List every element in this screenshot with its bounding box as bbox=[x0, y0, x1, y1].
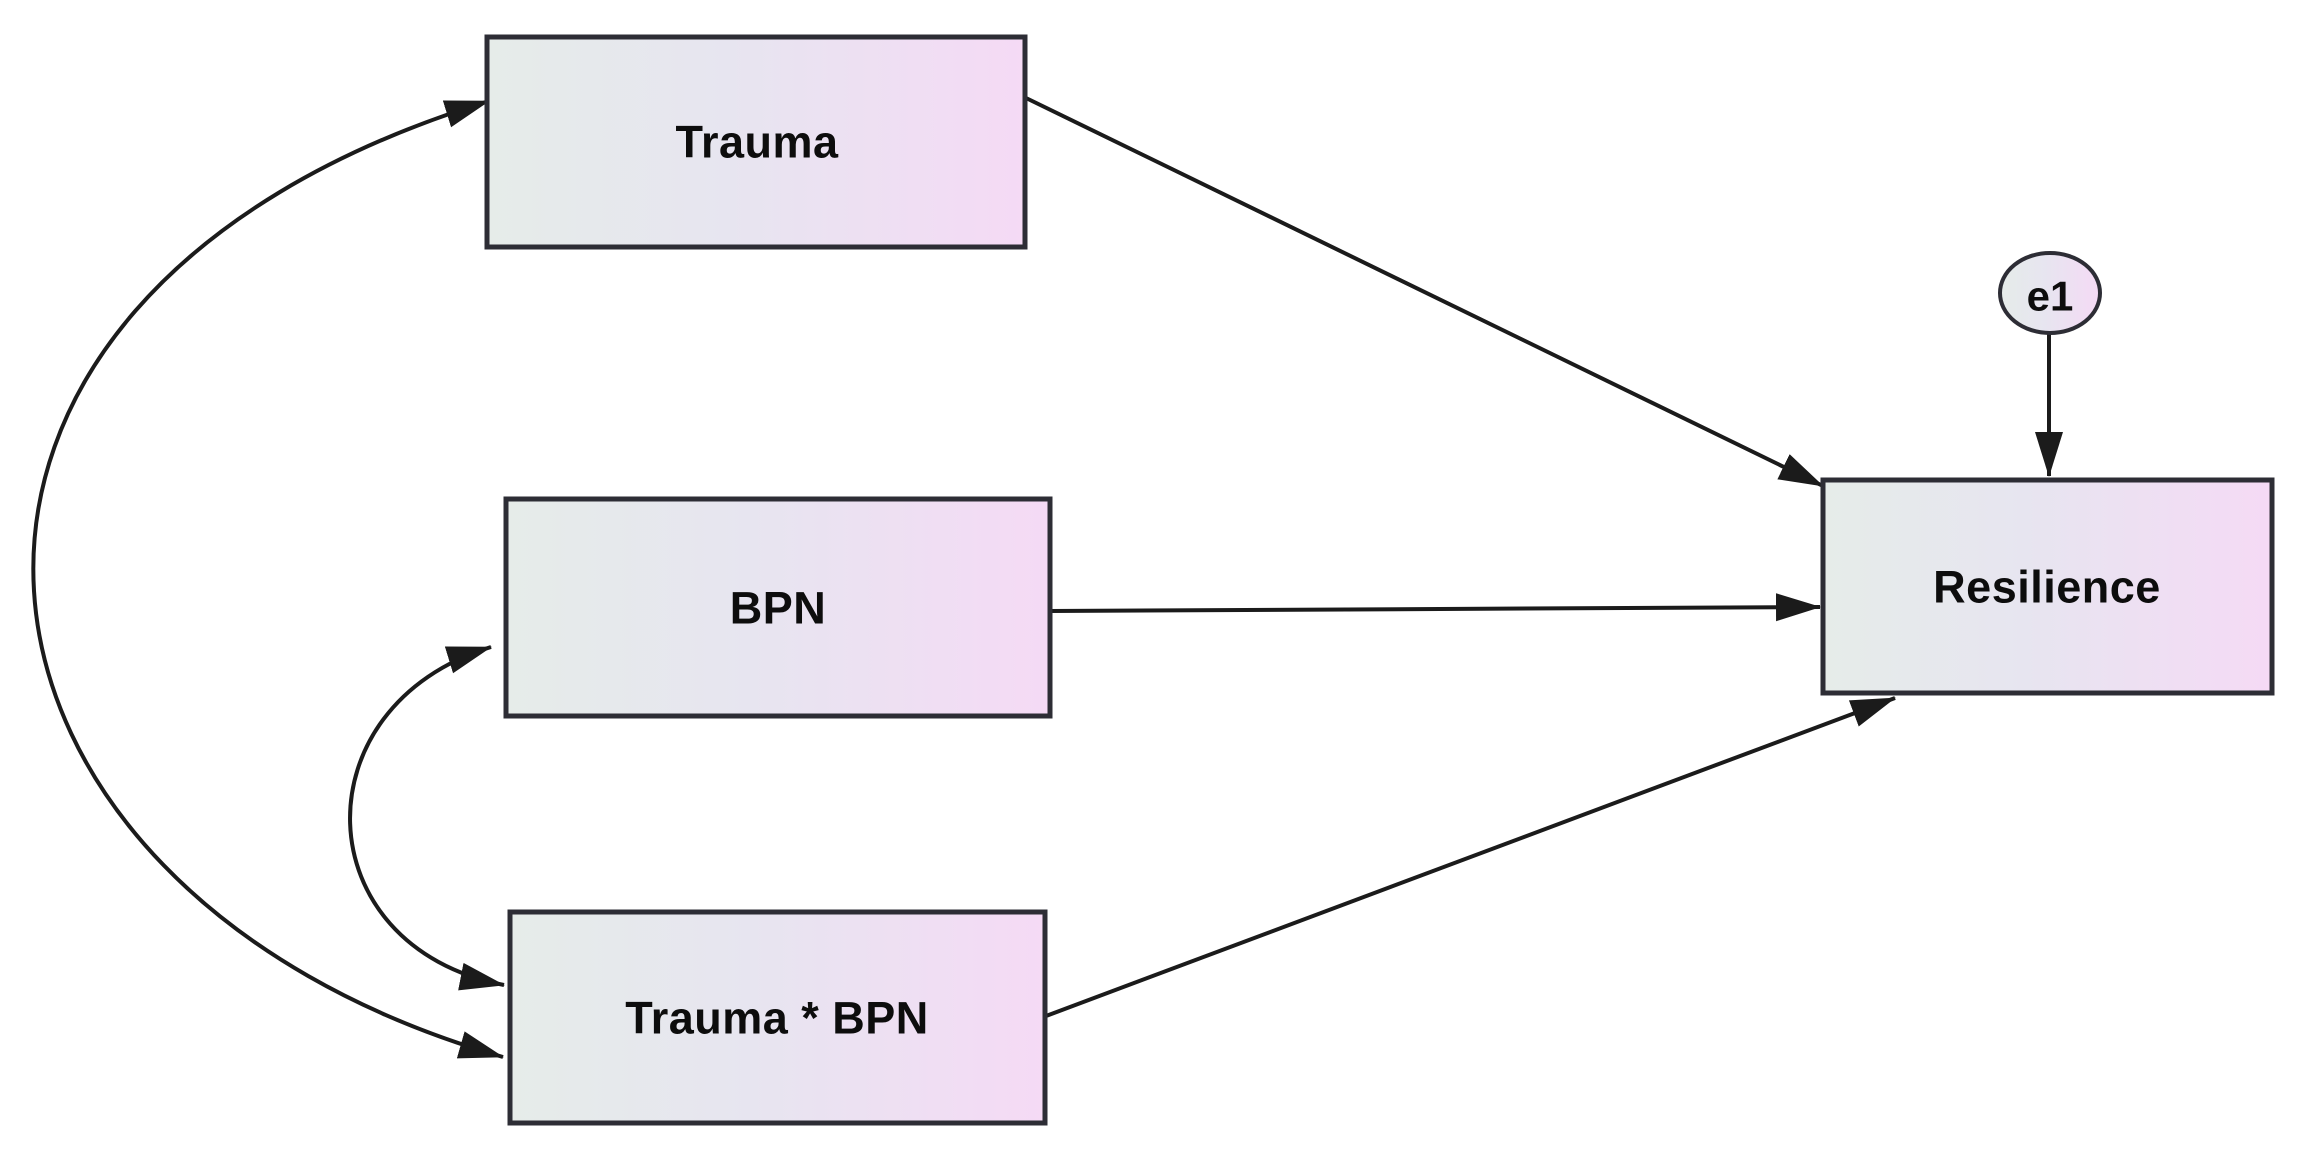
edge-trauma-to-resilience bbox=[1025, 96, 1824, 488]
edge-trauma-x-bpn-to-resilience bbox=[1045, 696, 1896, 1018]
node-trauma-x-bpn: Trauma * BPN bbox=[507, 909, 1048, 1126]
resilience-node-box bbox=[1820, 477, 2275, 696]
node-e1-error-term: e1 bbox=[1998, 251, 2102, 335]
bpn-node-box bbox=[503, 496, 1053, 719]
trauma-x-bpn-node-box bbox=[507, 909, 1048, 1126]
node-layer: Trauma BPN Trauma * BPN Resilience e1 bbox=[484, 34, 2275, 1126]
bpn-node-label: BPN bbox=[730, 583, 827, 634]
e1-ellipse bbox=[1998, 251, 2102, 335]
covariance-arc-trauma-trauma-x-bpn bbox=[31, 99, 504, 1059]
covariance-arc-bpn-trauma-x-bpn bbox=[348, 645, 505, 991]
node-bpn: BPN bbox=[503, 496, 1053, 719]
node-trauma: Trauma bbox=[484, 34, 1028, 250]
resilience-node-label: Resilience bbox=[1933, 562, 2161, 613]
trauma-node-label: Trauma bbox=[675, 117, 839, 168]
e1-label: e1 bbox=[2027, 273, 2074, 320]
trauma-node-box bbox=[484, 34, 1028, 250]
edge-bpn-to-resilience bbox=[1049, 593, 1821, 622]
trauma-x-bpn-node-label: Trauma * BPN bbox=[625, 993, 929, 1044]
node-resilience: Resilience bbox=[1820, 477, 2275, 696]
edge-layer bbox=[31, 96, 2063, 1059]
